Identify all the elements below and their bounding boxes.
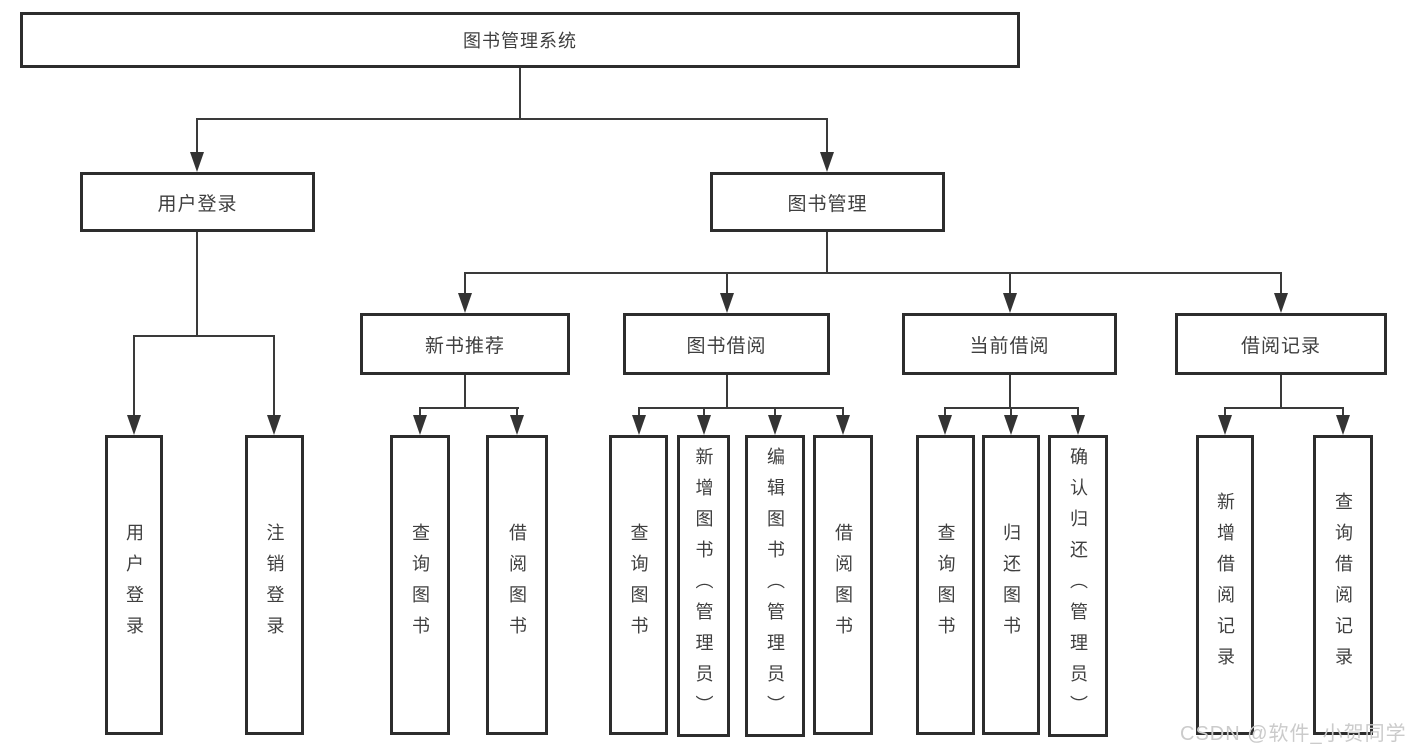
- leaf-add-books-admin: 新增图书（管理员）: [677, 435, 730, 737]
- arrow-down-icon: [938, 415, 952, 435]
- connector-line-v: [1009, 375, 1011, 408]
- connector-line-v: [1009, 272, 1011, 294]
- leaf-return-books-label: 归还图书: [1001, 523, 1021, 647]
- leaf-confirm-return-admin: 确认归还（管理员）: [1048, 435, 1108, 737]
- connector-line-v: [196, 118, 198, 153]
- leaf-user-login: 用户登录: [105, 435, 163, 735]
- node-book-management: 图书管理: [710, 172, 945, 232]
- arrow-down-icon: [413, 415, 427, 435]
- connector-line-h: [638, 407, 844, 409]
- connector-line-h: [464, 272, 1281, 274]
- arrow-down-icon: [458, 293, 472, 313]
- node-user-login: 用户登录: [80, 172, 315, 232]
- arrow-down-icon: [1071, 415, 1085, 435]
- leaf-add-borrow-record-label: 新增借阅记录: [1215, 492, 1235, 678]
- connector-line-v: [1077, 407, 1079, 416]
- arrow-down-icon: [697, 415, 711, 435]
- leaf-confirm-return-admin-label: 确认归还（管理员）: [1068, 446, 1088, 726]
- connector-line-v: [1224, 407, 1226, 416]
- arrow-down-icon: [510, 415, 524, 435]
- leaf-query-borrow-record: 查询借阅记录: [1313, 435, 1373, 735]
- leaf-logout-label: 注销登录: [264, 523, 285, 647]
- connector-line-v: [703, 407, 705, 416]
- node-user-login-label: 用户登录: [157, 193, 238, 215]
- connector-line-v: [464, 272, 466, 294]
- arrow-down-icon: [632, 415, 646, 435]
- connector-line-v: [519, 68, 521, 118]
- connector-line-v: [726, 272, 728, 294]
- connector-line-v: [273, 335, 275, 416]
- leaf-add-borrow-record: 新增借阅记录: [1196, 435, 1254, 735]
- connector-line-h: [196, 118, 828, 120]
- arrow-down-icon: [1274, 293, 1288, 313]
- arrow-down-icon: [836, 415, 850, 435]
- arrow-down-icon: [1336, 415, 1350, 435]
- connector-line-v: [944, 407, 946, 416]
- arrow-down-icon: [267, 415, 281, 435]
- leaf-borrow-books-2-label: 借阅图书: [833, 523, 853, 647]
- leaf-query-books-3-label: 查询图书: [935, 523, 956, 647]
- node-borrow-records-label: 借阅记录: [1240, 335, 1321, 357]
- connector-line-v: [826, 118, 828, 153]
- connector-line-h: [419, 407, 519, 409]
- arrow-down-icon: [1004, 415, 1018, 435]
- node-borrow-records: 借阅记录: [1175, 313, 1387, 375]
- connector-line-v: [842, 407, 844, 416]
- leaf-edit-books-admin: 编辑图书（管理员）: [745, 435, 805, 737]
- leaf-query-books-1-label: 查询图书: [410, 523, 430, 647]
- connector-line-h: [1224, 407, 1344, 409]
- arrow-down-icon: [720, 293, 734, 313]
- connector-line-h: [133, 335, 275, 337]
- leaf-query-books-1: 查询图书: [390, 435, 450, 735]
- connector-line-v: [1342, 407, 1344, 416]
- leaf-query-books-3: 查询图书: [916, 435, 975, 735]
- node-book-borrow: 图书借阅: [623, 313, 830, 375]
- connector-line-v: [1010, 407, 1012, 416]
- connector-line-v: [726, 375, 728, 408]
- connector-line-v: [516, 407, 518, 416]
- arrow-down-icon: [1003, 293, 1017, 313]
- connector-line-v: [464, 375, 466, 408]
- arrow-down-icon: [127, 415, 141, 435]
- leaf-query-books-2: 查询图书: [609, 435, 668, 735]
- node-book-borrow-label: 图书借阅: [686, 335, 767, 357]
- node-new-book-recommend-label: 新书推荐: [424, 335, 505, 357]
- leaf-logout: 注销登录: [245, 435, 304, 735]
- connector-line-v: [1280, 375, 1282, 408]
- node-root-label: 图书管理系统: [463, 31, 577, 51]
- leaf-user-login-label: 用户登录: [124, 523, 144, 647]
- leaf-borrow-books-1-label: 借阅图书: [507, 523, 527, 647]
- connector-line-v: [419, 407, 421, 416]
- connector-line-v: [774, 407, 776, 416]
- node-current-borrow: 当前借阅: [902, 313, 1117, 375]
- connector-line-v: [196, 232, 198, 335]
- arrow-down-icon: [190, 152, 204, 172]
- node-book-management-label: 图书管理: [787, 193, 868, 215]
- leaf-return-books: 归还图书: [982, 435, 1040, 735]
- leaf-query-books-2-label: 查询图书: [628, 523, 649, 647]
- node-current-borrow-label: 当前借阅: [969, 335, 1050, 357]
- leaf-borrow-books-1: 借阅图书: [486, 435, 548, 735]
- leaf-edit-books-admin-label: 编辑图书（管理员）: [765, 446, 785, 726]
- leaf-add-books-admin-label: 新增图书（管理员）: [693, 446, 714, 726]
- connector-line-v: [638, 407, 640, 416]
- csdn-watermark: CSDN @软件_小贺同学: [1180, 723, 1405, 745]
- arrow-down-icon: [1218, 415, 1232, 435]
- leaf-query-borrow-record-label: 查询借阅记录: [1333, 492, 1353, 678]
- connector-line-v: [133, 335, 135, 416]
- arrow-down-icon: [820, 152, 834, 172]
- connector-line-v: [826, 232, 828, 272]
- arrow-down-icon: [768, 415, 782, 435]
- leaf-borrow-books-2: 借阅图书: [813, 435, 873, 735]
- connector-line-v: [1280, 272, 1282, 294]
- node-new-book-recommend: 新书推荐: [360, 313, 570, 375]
- node-root: 图书管理系统: [20, 12, 1020, 68]
